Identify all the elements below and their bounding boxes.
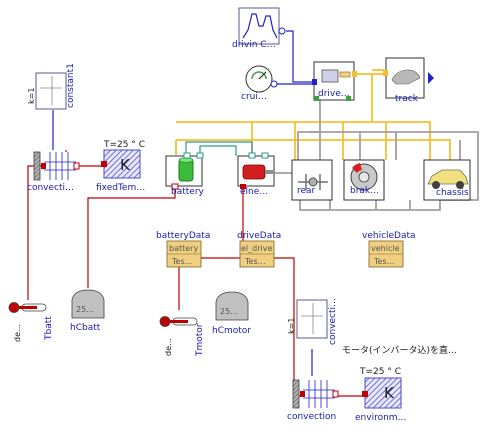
drive-data-line1: el_drive (241, 244, 272, 253)
comment-text: モータ(インバータ込)を直… (342, 344, 457, 356)
tbatt-name: Tbatt (44, 316, 54, 341)
chassis-name: chassis (436, 188, 469, 198)
tbatt-sensor[interactable]: de… Tbatt (8, 288, 54, 342)
convection-2-name: convection (287, 412, 336, 422)
brake-name: brak… (350, 186, 379, 196)
driver-name: drive… (318, 89, 350, 99)
electric-connections (185, 141, 253, 156)
hcmotor-value: 25… (220, 307, 238, 316)
k-letter-icon: K (120, 156, 131, 174)
constant-2-expr: k=1 (287, 318, 296, 334)
signal-connections (52, 30, 313, 376)
tmotor-unit: de… (164, 338, 173, 356)
motor-name: elne… (240, 187, 268, 197)
tmotor-name: Tmotor (195, 323, 205, 357)
cruise-name: crui… (241, 92, 267, 102)
environment-name: environm… (355, 413, 407, 423)
hcbatt-capacitor[interactable]: 25… hCbatt (70, 289, 105, 333)
mechanical-connections (175, 69, 451, 160)
brake-block[interactable]: brak… (343, 159, 385, 201)
vehicle-data-record[interactable]: vehicleData vehicle Tes… (362, 231, 416, 268)
k-letter-icon: K (384, 384, 395, 402)
chassis-block[interactable]: chassis (423, 159, 471, 201)
convection-block-2[interactable]: convection (287, 379, 339, 422)
battery-data-line2: Tes… (171, 257, 193, 266)
constant-1-expr: k=1 (27, 88, 36, 104)
fixed-temperature-block[interactable]: K T=25 ° C fixedTem… (96, 140, 145, 193)
tbatt-unit: de… (13, 324, 22, 342)
hcmotor-name: hCmotor (212, 326, 251, 336)
cruise-block[interactable]: crui… (241, 65, 278, 102)
constant-1-name: constant1 (66, 63, 76, 108)
rear-axle-block[interactable]: rear (291, 159, 333, 201)
battery-data-record[interactable]: batteryData battery Tes… (156, 231, 210, 268)
driving-cycle-name: drivin C… (232, 40, 276, 50)
rear-name: rear (297, 186, 316, 196)
track-block[interactable]: track (383, 57, 434, 104)
constant-block-2[interactable]: k=1 convecti… (287, 298, 338, 345)
battery-data-line1: battery (169, 244, 198, 253)
track-name: track (395, 94, 419, 104)
fixed-temperature-value: T=25 ° C (103, 140, 145, 150)
fixed-temperature-name: fixedTem… (96, 183, 145, 193)
drive-data-name: driveData (237, 231, 281, 241)
hcmotor-capacitor[interactable]: 25… hCmotor (212, 291, 251, 336)
driver-block[interactable]: drive… (312, 61, 357, 101)
drive-data-line2: Tes… (244, 257, 266, 266)
environment-block[interactable]: K T=25 ° C environm… (355, 367, 407, 423)
hcbatt-value: 25… (76, 305, 94, 314)
tmotor-sensor[interactable]: de… Tmotor (159, 316, 205, 358)
convection-1-name: convecti… (27, 183, 74, 193)
vehicle-data-line2: Tes… (373, 257, 395, 266)
convection-block-1[interactable]: convecti… (27, 151, 80, 193)
battery-name: battery (171, 187, 205, 197)
constant-block-1[interactable]: k=1 constant1 (27, 63, 76, 110)
battery-data-name: batteryData (156, 231, 210, 241)
motor-block[interactable]: elne… (237, 152, 296, 197)
hcbatt-name: hCbatt (70, 323, 101, 333)
vehicle-data-name: vehicleData (362, 231, 416, 241)
battery-block[interactable]: battery (165, 152, 205, 197)
constant-2-name: convecti… (328, 298, 338, 345)
driving-cycle-block[interactable]: drivin C… (232, 7, 286, 50)
environment-value: T=25 ° C (359, 367, 401, 377)
drive-data-record[interactable]: driveData el_drive Tes… (237, 231, 281, 268)
vehicle-data-line1: vehicle (371, 244, 400, 253)
